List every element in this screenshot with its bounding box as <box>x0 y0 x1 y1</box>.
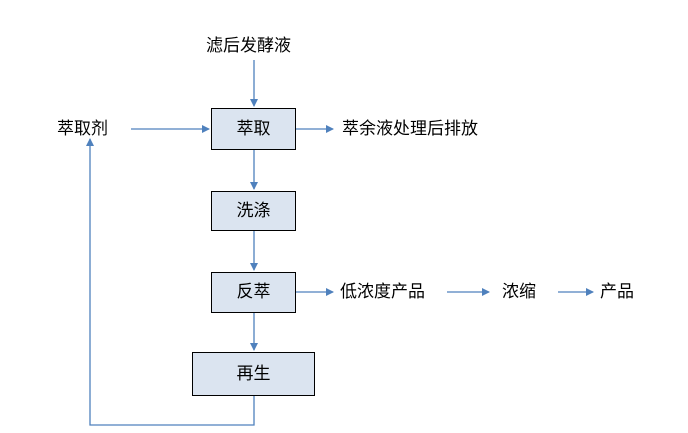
arrow-regeneration-recycle <box>86 138 255 426</box>
back-extraction-box: 反萃 <box>211 272 296 313</box>
concentration-label: 浓缩 <box>502 282 536 302</box>
back-extraction-label: 反萃 <box>236 282 271 302</box>
feed-label: 滤后发酵液 <box>206 36 291 56</box>
washing-box: 洗涤 <box>211 191 296 231</box>
low-concentration-label: 低浓度产品 <box>340 282 425 302</box>
washing-label: 洗涤 <box>236 200 271 221</box>
extraction-label: 萃取 <box>236 118 271 139</box>
regeneration-label: 再生 <box>236 363 271 384</box>
regeneration-box: 再生 <box>192 352 315 396</box>
solvent-label: 萃取剂 <box>57 119 108 139</box>
extraction-box: 萃取 <box>211 108 296 150</box>
product-label: 产品 <box>600 282 634 302</box>
raffinate-label: 萃余液处理后排放 <box>342 119 478 139</box>
